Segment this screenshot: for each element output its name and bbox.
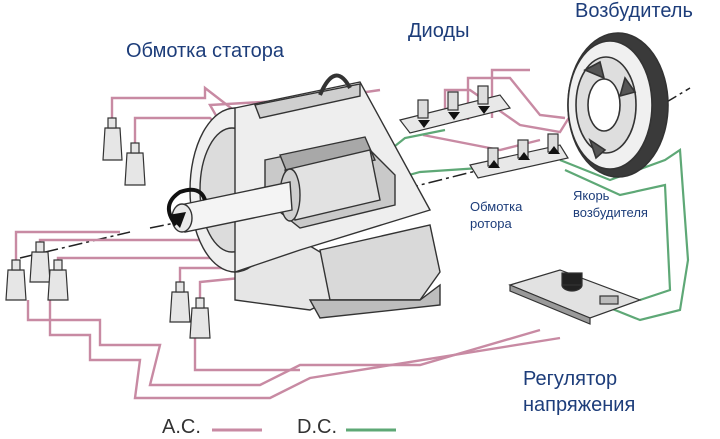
exciter-armature-label: Якорь возбудителя — [573, 188, 648, 220]
terminal-insulators — [5, 117, 211, 339]
diode-plates — [398, 85, 569, 179]
diode-symbols — [418, 106, 560, 168]
legend-dc-label: D.C. — [297, 416, 337, 438]
legend-ac-label: A.C. — [162, 416, 201, 438]
rotation-arrowhead-icon — [168, 212, 186, 228]
voltage-regulator-board — [508, 269, 642, 325]
voltage-regulator-label: Регулятор напряжения — [523, 368, 636, 416]
rotation-arrow-icon — [167, 187, 207, 227]
generator-body — [171, 73, 441, 319]
diodes-label: Диоды — [408, 20, 470, 42]
rotor-winding-label: Обмотка ротора — [470, 199, 523, 231]
exciter-label: Возбудитель — [575, 0, 693, 22]
exciter-disk — [567, 32, 669, 178]
stator-winding-label: Обмотка статора — [126, 40, 284, 62]
